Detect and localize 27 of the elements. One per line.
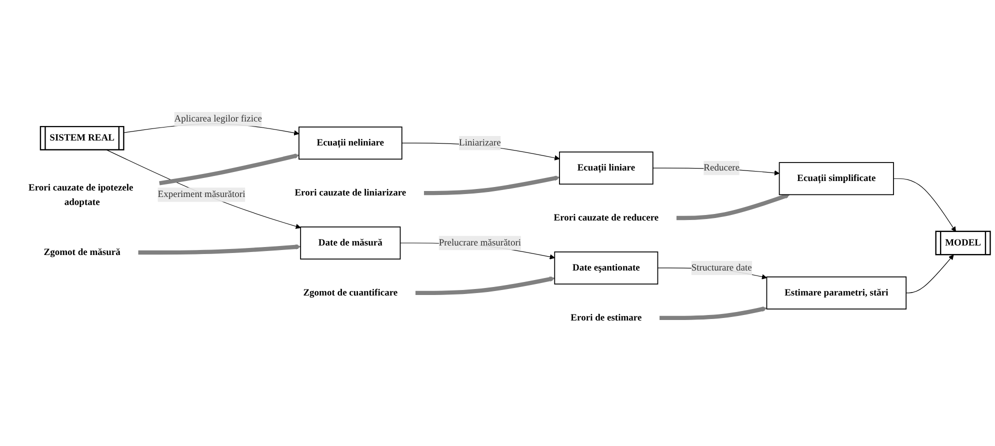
node-box: Date de măsură bbox=[300, 226, 401, 260]
edge-label: Structurare date bbox=[691, 262, 752, 273]
edge-label: Reducere bbox=[704, 162, 740, 173]
edge-label: Experiment măsurători bbox=[158, 189, 246, 200]
arrow bbox=[106, 150, 301, 229]
arrow bbox=[138, 244, 301, 255]
node-text: Erori cauzate de liniarizare bbox=[294, 188, 406, 198]
arrow bbox=[424, 176, 560, 196]
edge-label: Liniarizare bbox=[459, 138, 501, 148]
edge-label: Aplicarea legilor fizice bbox=[174, 114, 262, 124]
arrow bbox=[159, 154, 300, 186]
node-text: Erori de estimare bbox=[570, 312, 642, 323]
node-text: Erori cauzate de ipotezele adoptate bbox=[28, 182, 134, 208]
arrow bbox=[415, 276, 555, 296]
node-box: Ecuații simplificate bbox=[778, 162, 894, 196]
arrow bbox=[893, 178, 956, 232]
node-text: Erori cauzate de reducere bbox=[554, 212, 659, 223]
edge-label: Prelucrare măsurători bbox=[438, 238, 522, 248]
node-box: Date eşantionate bbox=[554, 251, 658, 284]
arrow bbox=[660, 306, 767, 320]
node-box: Ecuații liniare bbox=[559, 152, 654, 185]
node-text: Zgomot de cuantificare bbox=[303, 288, 398, 298]
arrow bbox=[906, 254, 954, 294]
node-box: Ecuații neliniare bbox=[298, 126, 402, 160]
arrow bbox=[676, 193, 790, 220]
node-box: Estimare parametri, stări bbox=[766, 276, 907, 310]
node-text: Zgomot de măsură bbox=[44, 247, 120, 258]
